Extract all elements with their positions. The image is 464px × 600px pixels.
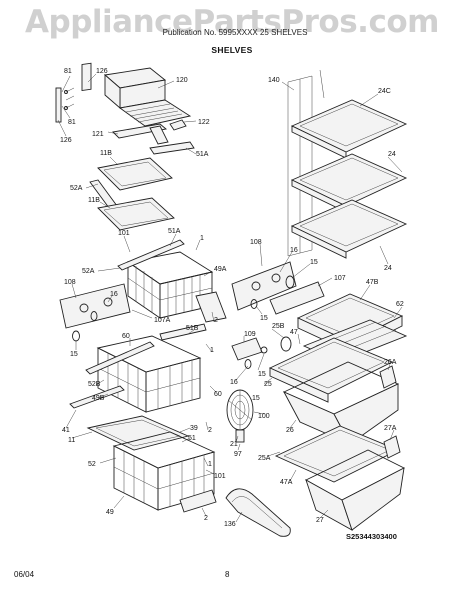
callout-16: 16 — [290, 247, 298, 254]
callout-136: 136 — [224, 521, 236, 528]
light-housing-107A — [59, 283, 227, 342]
callout-15: 15 — [260, 315, 268, 322]
callout-107A: 107A — [154, 317, 171, 324]
callout-16: 15 — [258, 371, 266, 378]
callout-41: 41 — [62, 427, 70, 434]
section-title: SHELVES — [211, 45, 253, 55]
callout-122: 122 — [198, 119, 210, 126]
callout-107: 107 — [334, 275, 346, 282]
callout-25: 25 — [264, 381, 272, 388]
wire-basket-49A — [117, 239, 214, 319]
callout-27A: 27A — [384, 425, 397, 432]
glass-shelf-24C — [290, 99, 408, 159]
callout-121: 121 — [92, 131, 104, 138]
callout-51: 51 — [188, 435, 196, 442]
callout-27: 27 — [316, 517, 324, 524]
callout-1: 1 — [210, 347, 214, 354]
drawer-27 — [305, 435, 405, 531]
callout-126: 126 — [96, 68, 108, 75]
callout-26A: 26A — [384, 359, 397, 366]
callout-labels: 81 126 120 81 126 121 122 140 24C 11B 51… — [60, 68, 404, 528]
callout-101: 101 — [118, 230, 130, 237]
callout-39: 39 — [190, 425, 198, 432]
callout-49: 49 — [106, 509, 114, 516]
callout-100: 100 — [258, 413, 270, 420]
callout-52B: 52B — [88, 381, 101, 388]
glass-shelf-11 — [86, 415, 190, 451]
callout-11B: 11B — [100, 150, 112, 157]
callout-11B: 11B — [88, 197, 100, 204]
upper-glass-shelf-11B — [89, 141, 195, 213]
callout-97: 97 — [234, 451, 242, 458]
callout-81: 81 — [64, 68, 72, 75]
light-housing-108 — [231, 261, 325, 315]
publication-header: Publication No. 5995XXXX 25 SHELVES — [162, 28, 308, 37]
callout-47: 47 — [290, 329, 298, 336]
callout-52A: 52A — [70, 185, 83, 192]
callout-1: 1 — [200, 235, 204, 242]
callout-60: 60 — [214, 391, 222, 398]
callout-47A: 47A — [280, 479, 293, 486]
callout-1: 1 — [208, 461, 212, 468]
callout-120: 120 — [176, 77, 188, 84]
callout-11: 11 — [68, 437, 75, 444]
hinge-assembly — [55, 62, 92, 123]
callout-51A: 51A — [196, 151, 209, 158]
callout-25B: 25B — [272, 323, 285, 330]
control-109 — [231, 336, 292, 369]
wire-basket-49B — [69, 323, 207, 413]
callout-81: 81 — [68, 119, 76, 126]
deli-drawer-120 — [103, 67, 192, 145]
callout-51B: 51B — [186, 325, 199, 332]
callout-49B: 49B — [92, 395, 105, 402]
watermark-logo: AppliancePartsPros.com — [25, 4, 439, 40]
callout-24: 24 — [388, 151, 396, 158]
callout-24C: 24C — [378, 88, 391, 95]
callout-26: 26 — [286, 427, 294, 434]
glass-shelf-24-lower — [290, 199, 408, 259]
lower-glass-shelf-11B — [97, 197, 175, 231]
callout-108: 108 — [64, 279, 76, 286]
leader-lines — [57, 73, 403, 523]
fan-guard-97 — [226, 389, 254, 443]
callout-49A: 49A — [214, 266, 227, 273]
callout-15: 15 — [252, 395, 260, 402]
callout-15: 15 — [310, 259, 318, 266]
callout-51A: 51A — [168, 228, 181, 235]
callout-15: 16 — [230, 379, 238, 386]
callout-16: 16 — [110, 291, 118, 298]
callout-47B: 47B — [366, 279, 379, 286]
footer-page-number: 8 — [225, 570, 230, 579]
callout-60: 60 — [122, 333, 130, 340]
callout-2: 2 — [204, 515, 208, 522]
callout-25A: 25A — [258, 455, 271, 462]
callout-126: 126 — [60, 137, 72, 144]
diagram-code: S25344303400 — [346, 532, 397, 541]
glass-shelf-24-upper — [290, 153, 408, 213]
callout-109: 109 — [244, 331, 256, 338]
callout-15: 15 — [70, 351, 78, 358]
callout-2: 2 — [208, 427, 212, 434]
crisper-pan-47A — [274, 425, 400, 483]
callout-52: 52 — [88, 461, 96, 468]
deflector-136 — [225, 488, 291, 537]
callout-52A: 52A — [82, 268, 95, 275]
callout-62: 62 — [396, 301, 404, 308]
footer-date: 06/04 — [14, 570, 35, 579]
callout-21: 21 — [230, 441, 238, 448]
callout-140: 140 — [268, 77, 280, 84]
wire-basket-49 — [112, 431, 217, 513]
callout-24: 24 — [384, 265, 392, 272]
callout-101: 101 — [214, 473, 226, 480]
callout-2: 2 — [214, 317, 218, 324]
callout-108: 108 — [250, 239, 262, 246]
